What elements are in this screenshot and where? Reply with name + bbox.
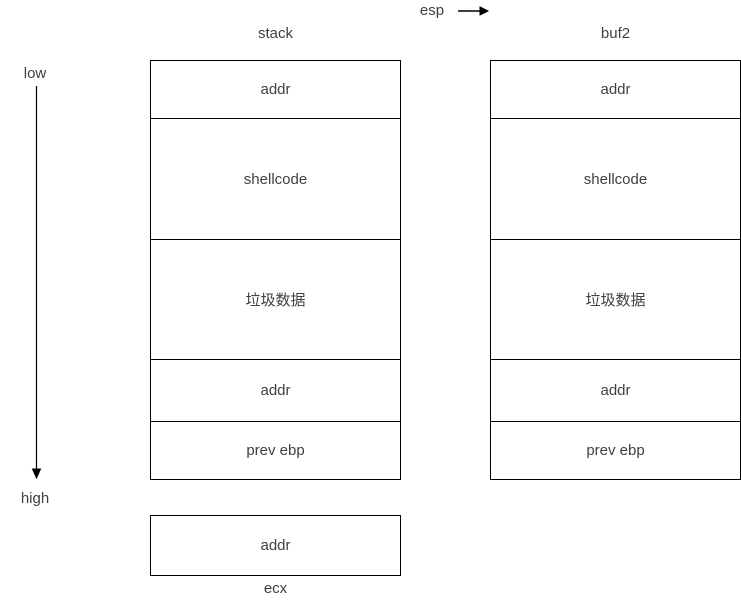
buf2-cell-shellcode: shellcode xyxy=(491,119,740,240)
buf2-cell-addr-return: addr xyxy=(491,360,740,422)
low-address-label: low xyxy=(23,65,47,82)
down-arrow-icon xyxy=(31,86,42,480)
stack-column: addr shellcode 垃圾数据 addr prev ebp xyxy=(150,60,401,480)
buf2-column: addr shellcode 垃圾数据 addr prev ebp xyxy=(490,60,741,480)
buf2-cell-garbage-data: 垃圾数据 xyxy=(491,240,740,360)
stack-cell-addr-top: addr xyxy=(151,61,400,119)
buf2-cell-prev-ebp: prev ebp xyxy=(586,442,645,459)
ecx-box-cell-label: addr xyxy=(260,537,291,554)
ecx-register-label: ecx xyxy=(263,580,288,597)
stack-cell-shellcode: shellcode xyxy=(151,119,400,240)
buf2-column-title: buf2 xyxy=(600,25,631,42)
esp-register-label: esp xyxy=(419,2,445,19)
stack-cell-prev-ebp: prev ebp xyxy=(246,442,305,459)
right-arrow-icon xyxy=(458,6,490,16)
stack-cell-garbage-data: 垃圾数据 xyxy=(151,240,400,360)
ecx-addr-box: addr xyxy=(150,515,401,576)
buf2-cell-addr-top: addr xyxy=(491,61,740,119)
high-address-label: high xyxy=(20,490,50,507)
stack-column-title: stack xyxy=(257,25,293,42)
stack-cell-addr-return: addr xyxy=(151,360,400,422)
